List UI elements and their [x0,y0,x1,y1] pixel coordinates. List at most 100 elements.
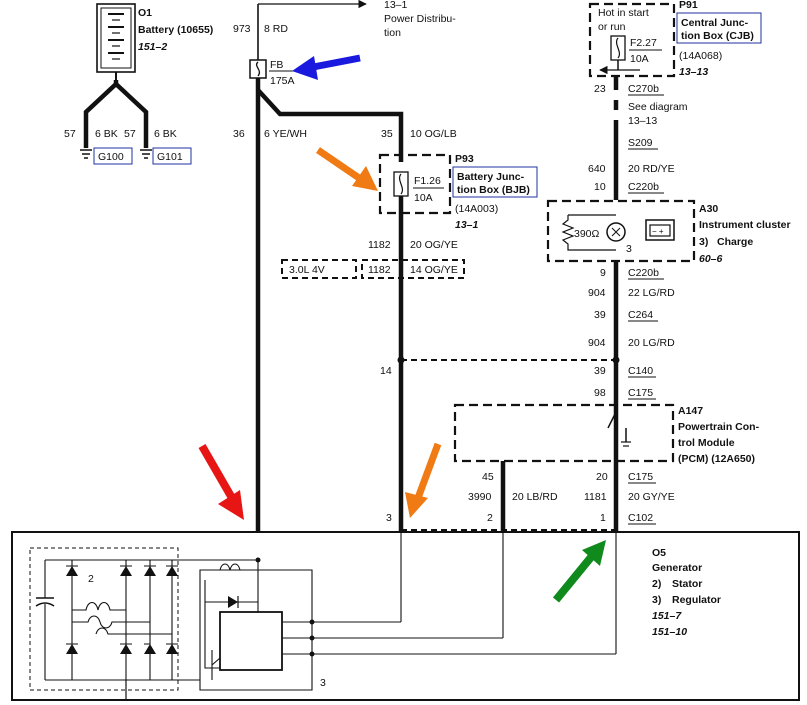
wire-gyye-circuit: 1181 [584,491,607,503]
wire-ogye-circuit: 1182 [368,239,391,251]
pin-45: 45 [482,471,494,483]
ground-right-wire: 6 BK [154,128,177,140]
power-distribution-ref: 13–1 [384,0,408,11]
connector-c175-top[interactable]: C175 [628,387,653,399]
p91-id: P91 [679,0,698,11]
p91-box [588,2,676,78]
generator-ref2: 151–10 [652,626,687,638]
p91-ref: 13–13 [679,66,708,78]
connector-c264[interactable]: C264 [628,309,653,321]
orange-arrow-icon [316,147,378,191]
resistor-390-icon [561,214,616,251]
a30-id: A30 [699,203,718,215]
fuse-f2-27 [610,35,626,61]
fusible-link-rating: 175A [270,75,295,87]
a147-name-1: Powertrain Con- [678,421,760,433]
wire-lgrd20-wire: 20 LG/RD [628,337,675,349]
pin-39a: 39 [594,309,606,321]
p93-name-2[interactable]: tion Box (BJB) [457,184,530,196]
ground-g101-label[interactable]: G101 [157,151,183,163]
generator-internal-circuit [29,532,617,700]
pin-gen-3: 3 [386,512,392,524]
pin-9: 9 [600,267,606,279]
generator-item1-num: 2) [652,578,661,590]
wire-35-oglb [256,88,404,162]
a147-id: A147 [678,405,703,417]
p91-note-2: or run [598,21,626,33]
connector-c270b[interactable]: C270b [628,83,659,95]
p93-id: P93 [455,153,474,165]
generator-item2-num: 3) [652,594,661,606]
pin-39b: 39 [594,365,606,377]
pin-gen-2: 2 [487,512,493,524]
ground-icon [140,149,152,159]
power-distribution-label-2: tion [384,27,401,39]
lamp-filament [611,227,621,237]
p91-name-1[interactable]: Central Junc- [681,17,749,29]
fuse-f1-26 [393,171,409,197]
variant-box [281,259,357,279]
wire-yewh-wire: 6 YE/WH [264,128,307,140]
p91-fuse: F2.27 [630,37,657,49]
splice-circuit: 14 [380,365,392,377]
variant-label: 3.0L 4V [289,264,325,276]
splice-point-right [612,356,620,364]
a147-box [453,403,675,463]
p91-name-2[interactable]: tion Box (CJB) [681,30,754,42]
wire-oglb-wire: 10 OG/LB [410,128,457,140]
p93-box [378,153,452,215]
variant-circuit: 1182 [368,264,391,276]
green-arrow-icon [552,540,606,603]
blue-arrow-icon [292,54,361,80]
a147-name-2: trol Module [678,437,735,449]
see-diagram-2: 13–13 [628,115,657,127]
battery-charge-icon: − + [645,219,675,241]
top-wire-wire: 8 RD [264,23,288,35]
generator-item2: Regulator [672,594,721,606]
generator-name: Generator [652,562,702,574]
connector-c140[interactable]: C140 [628,365,653,377]
ground-wire-g101 [114,82,149,148]
generator-ref1: 151–7 [652,610,682,622]
p91-note-1: Hot in start [598,7,649,19]
ground-icon [80,149,92,159]
p93-name-1[interactable]: Battery Junc- [457,171,525,183]
ground-g100-label[interactable]: G100 [98,151,124,163]
p93-ref: 13–1 [455,219,479,231]
a30-name: Instrument cluster [699,219,791,231]
pcm-switch-icon [607,411,631,447]
battery-o1 [96,3,136,80]
a30-fn: Charge [717,236,753,248]
p91-rating: 10A [630,53,649,65]
pin-gen-1: 1 [600,512,606,524]
svg-text:− +: − + [652,227,664,236]
generator-box [11,531,800,701]
generator-id: O5 [652,547,666,559]
ground-left-wire: 6 BK [95,128,118,140]
red-arrow-icon [198,444,244,520]
fusible-link-name: FB [270,59,283,71]
ground-right-circuit: 57 [124,128,136,140]
variant-wire: 14 OG/YE [410,264,458,276]
connector-c175-bot[interactable]: C175 [628,471,653,483]
connector-c220b-bot[interactable]: C220b [628,267,659,279]
connector-c220b-top[interactable]: C220b [628,181,659,193]
p91-part: (14A068) [679,50,722,62]
a30-ref: 60–6 [699,253,723,265]
wire-lgrd22-circuit: 904 [588,287,606,299]
battery-id: O1 [138,7,152,19]
connector-c102[interactable]: C102 [628,512,653,524]
a30-box [546,199,696,263]
wire-lgrd22-wire: 22 LG/RD [628,287,675,299]
wire-rdye-wire: 20 RD/YE [628,163,675,175]
a147-name-3: (PCM) (12A650) [678,453,755,465]
wire-gyye-wire: 20 GY/YE [628,491,675,503]
splice-s209[interactable]: S209 [628,137,653,149]
fusible-link-fb [249,59,267,79]
stator-number: 2 [88,573,94,585]
regulator-number: 3 [320,677,326,689]
a30-fn-num: 3) [699,236,708,248]
top-wire-circuit: 973 [233,23,251,35]
a30-terminal: 3 [626,243,632,255]
battery-name: Battery (10655) [138,24,213,36]
